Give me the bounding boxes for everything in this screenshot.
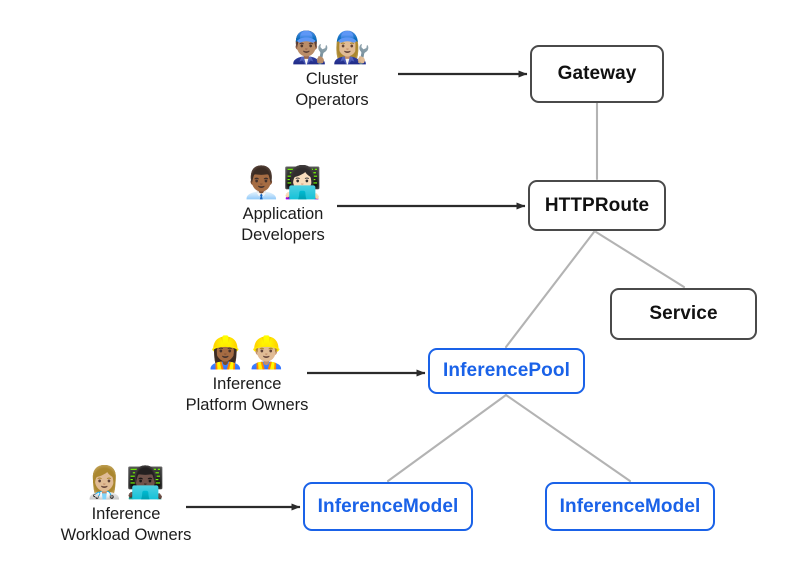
persona-label-line: Workload Owners — [60, 526, 192, 545]
node-inferencepool[interactable]: InferencePool — [428, 348, 585, 394]
woman-construction-worker-icon-man-construction-worker-icon: 👷🏾‍♀️👷🏼‍♂️ — [206, 335, 288, 371]
connector-httproute-to-inferencepool — [504, 230, 596, 349]
node-label: InferenceModel — [317, 495, 459, 517]
node-service[interactable]: Service — [610, 288, 757, 340]
node-label: InferencePool — [443, 360, 570, 381]
connector-inferencepool-to-inferencemodel-left — [386, 393, 508, 483]
persona-label-line: Inference — [212, 374, 282, 393]
node-label: Service — [649, 303, 718, 324]
node-httproute[interactable]: HTTPRoute — [528, 180, 666, 231]
connector-inferencepool-to-inferencemodel-right — [504, 393, 632, 483]
node-inferencemodel-right[interactable]: InferenceModel — [545, 482, 715, 531]
persona-label-line: Inference — [91, 504, 161, 523]
man-office-worker-icon-woman-technologist-icon: 👨🏾‍💼👩🏻‍💻 — [242, 165, 324, 201]
node-label: HTTPRoute — [544, 194, 650, 216]
persona-arrows — [186, 70, 528, 511]
persona-label-line: Operators — [295, 91, 369, 110]
persona-label-line: Application — [242, 204, 324, 223]
persona-label-line: Developers — [241, 226, 325, 245]
persona-label-line: Cluster — [305, 69, 359, 88]
node-label: InferenceModel — [559, 495, 701, 517]
health-worker-icon-man-technologist-icon: 👩🏼‍⚕️👨🏿‍💻 — [85, 465, 167, 501]
node-gateway[interactable]: Gateway — [530, 45, 664, 103]
connector-httproute-to-service — [594, 230, 686, 289]
node-label: Gateway — [557, 63, 637, 84]
persona-label-line: Platform Owners — [185, 396, 309, 415]
man-mechanic-icon-woman-mechanic-icon: 👨🏽‍🔧👩🏼‍🔧 — [291, 30, 373, 66]
node-inferencemodel-left[interactable]: InferenceModel — [303, 482, 473, 531]
